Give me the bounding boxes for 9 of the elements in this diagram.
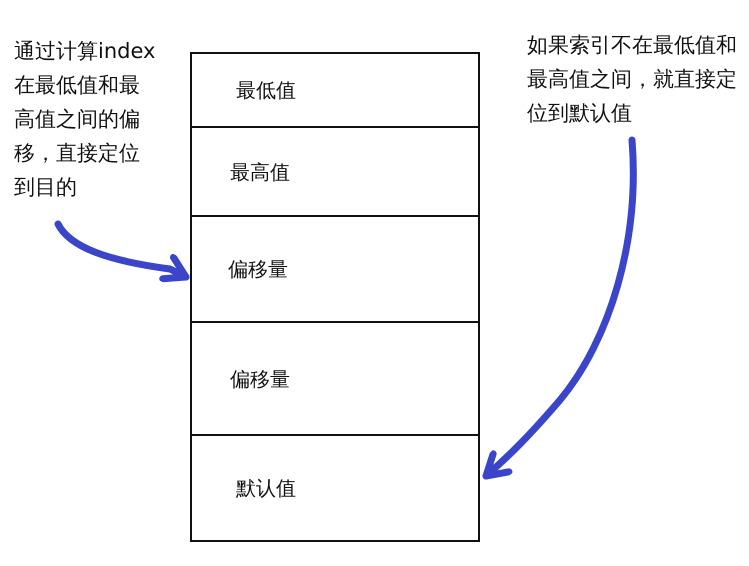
arrow bbox=[482, 136, 637, 480]
table-cell: 默认值 bbox=[190, 434, 480, 542]
table-cell: 最高值 bbox=[190, 126, 480, 218]
table-cell: 偏移量 bbox=[190, 215, 480, 324]
table-cell: 最低值 bbox=[190, 52, 480, 129]
annotation-text: 如果索引不在最低值和最高值之间，就直接定位到默认值 bbox=[527, 28, 737, 140]
table-cell: 偏移量 bbox=[190, 321, 480, 437]
arrow bbox=[54, 220, 190, 282]
annotation-text: 通过计算index在最低值和最高值之间的偏移，直接定位到目的 bbox=[14, 34, 160, 224]
